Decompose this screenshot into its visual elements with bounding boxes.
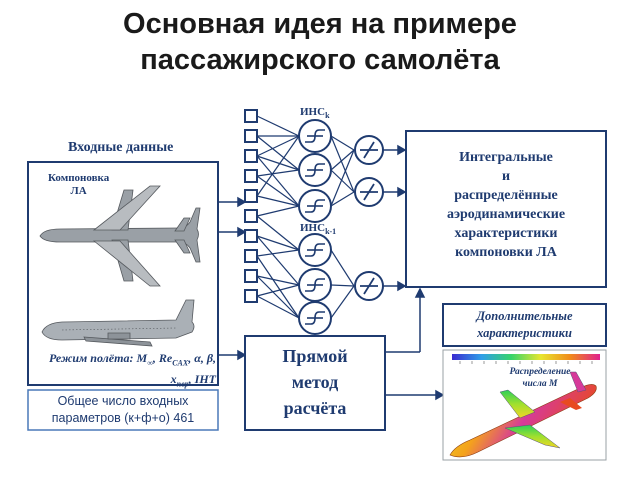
integral-line-6: компоновки ЛА [455,245,557,260]
direct-to-additional-arrow [385,389,445,401]
input-connections [256,115,300,319]
integral-line-5: характеристики [454,226,558,241]
ins-k1-text: ИНС [300,222,326,234]
direct-line-2: метод [291,372,339,392]
note-line-1: Общее число входных [57,394,189,408]
mode-prefix: Режим полёта: M [49,351,148,365]
mode-sub-inf: ∞ [147,358,153,368]
distribution-line-1: Распределение [509,367,571,377]
sigmoid-icons [305,129,325,325]
linear-icons [360,141,378,295]
mode-arrow [218,349,247,361]
integral-line-4: аэродинамические [446,207,566,222]
mode-re: , Re [152,351,173,365]
additional-line-1: Дополнительные [476,309,573,323]
note-box [27,389,219,431]
ins-k-label: ИНСk [300,106,330,120]
integral-line-1: Интегральные [459,150,553,165]
mode-tail: , IHT [188,372,216,387]
ins-k1-label: ИНСk-1 [300,222,336,236]
color-scale-bar [452,354,600,360]
colored-airplane-icon [449,371,597,458]
input-header: Входные данные [68,140,174,155]
mode-x: x [170,372,177,387]
hidden-connections [330,135,355,319]
output-arrows [383,144,407,292]
direct-to-integral-arrow [385,287,426,353]
output-neurons [354,135,384,301]
color-scale-ticks [459,361,593,364]
additional-box [442,303,607,347]
integral-text: Интегральные и распределённые аэродинами… [406,148,606,262]
input-neurons [244,109,258,303]
mode-sub-cax: CAX [172,358,189,368]
integral-line-2: и [501,169,511,184]
direct-line-1: Прямой [282,346,348,366]
slide-title: Основная идея на примере пассажирского с… [0,6,640,78]
additional-line-2: характеристики [477,326,572,340]
direct-method-box [244,335,386,431]
direct-method-text: Прямой метод расчёта [245,343,385,421]
title-line-1: Основная идея на примере [123,8,517,40]
flight-mode-label: Режим полёта: M∞, ReCAX, α, β, xпер, IHT [34,350,216,393]
layout-label: Компоновка ЛА [48,172,109,198]
title-line-2: пассажирского самолёта [140,44,500,76]
layout-label-line-2: ЛА [70,185,87,197]
input-arrows [218,196,247,238]
airplane-side-view-icon [41,299,195,347]
integral-box [405,130,607,288]
note-line-2: параметров (к+ф+о) 461 [51,411,195,425]
airplane-top-view-icon [39,185,201,287]
distribution-label: Распределение числа M [500,366,580,390]
ins-k1-sub: k-1 [325,227,337,237]
note-text: Общее число входных параметров (к+ф+о) 4… [28,393,218,427]
direct-line-3: расчёта [283,398,347,418]
mode-angles: , α, β, [188,351,216,365]
ins-k-text: ИНС [300,106,326,118]
integral-line-3: распределённые [454,188,558,203]
layout-label-line-1: Компоновка [48,172,110,184]
additional-text: Дополнительные характеристики [443,308,606,342]
mode-sub-per: пер [176,379,189,389]
distribution-line-2: числа M [522,379,558,389]
ins-k-sub: k [325,111,330,121]
